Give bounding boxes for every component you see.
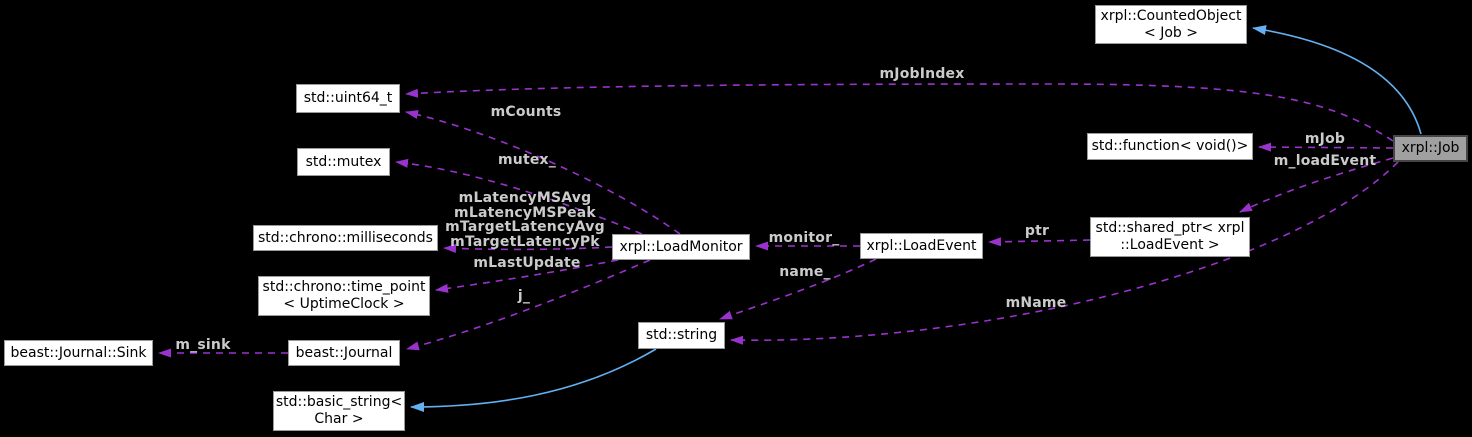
edge-label-event-string-name: name_ (779, 263, 831, 280)
edge-label-sharedptr-event-ptr: ptr (1024, 222, 1050, 239)
node-journal[interactable]: beast::Journal (288, 340, 400, 366)
node-journal-sink[interactable]: beast::Journal::Sink (4, 340, 153, 366)
edge-label-event-monitor-monitor: monitor_ (768, 229, 840, 246)
edge-string-basicstring (410, 348, 657, 412)
edge-job-sharedptr-mloadevent (1239, 157, 1394, 213)
edge-label-monitor-milliseconds-latency: mLatencyMSAvg mLatencyMSPeak mTargetLate… (445, 190, 605, 250)
node-mutex[interactable]: std::mutex (297, 148, 390, 176)
edge-label-monitor-journal-j: j_ (517, 287, 531, 304)
edge-label-monitor-timepoint-mlastupdate: mLastUpdate (473, 254, 581, 271)
node-load-event[interactable]: xrpl::LoadEvent (860, 233, 983, 259)
edge-label-journal-sink-msink: m_sink (175, 336, 231, 353)
edge-job-string-mname (730, 161, 1399, 345)
node-milliseconds[interactable]: std::chrono::milliseconds (253, 225, 438, 251)
node-load-monitor[interactable]: xrpl::LoadMonitor (612, 234, 750, 260)
node-shared-ptr[interactable]: std::shared_ptr< xrpl ::LoadEvent > (1090, 217, 1250, 257)
node-function-void[interactable]: std::function< void()> (1087, 133, 1253, 160)
node-uint64-t[interactable]: std::uint64_t (296, 84, 400, 113)
edge-label-job-function-mjob: mJob (1304, 130, 1346, 147)
edge-monitor-timepoint-mlastupdate (435, 259, 619, 293)
edge-monitor-milliseconds-latency (443, 243, 613, 253)
edge-label-monitor-mutex-mutex: mutex_ (498, 151, 556, 168)
edge-label-job-sharedptr-mloadevent: m_loadEvent (1273, 152, 1377, 169)
edge-job-uint64-mjobindex (405, 83, 1394, 142)
edge-event-string-name (719, 258, 877, 320)
edge-label-job-string-mname: mName (1005, 294, 1067, 311)
edge-monitor-journal-j (406, 259, 651, 351)
edge-sharedptr-event-ptr (988, 237, 1091, 247)
node-string[interactable]: std::string (638, 322, 725, 349)
edge-monitor-uint64-mcounts (405, 110, 681, 235)
node-basic-string[interactable]: std::basic_string< Char > (273, 391, 405, 431)
edge-monitor-mutex-mutex (395, 158, 643, 235)
edge-job-function-mjob (1258, 142, 1394, 152)
edge-job-counted-object (1252, 25, 1422, 135)
node-job[interactable]: xrpl::Job (1393, 135, 1468, 162)
edge-label-monitor-uint64-mcounts: mCounts (490, 103, 562, 120)
node-counted-object[interactable]: xrpl::CountedObject < Job > (1095, 5, 1247, 44)
edge-label-job-uint64-mjobindex: mJobIndex (879, 65, 965, 82)
node-time-point[interactable]: std::chrono::time_point < UptimeClock > (258, 276, 430, 316)
